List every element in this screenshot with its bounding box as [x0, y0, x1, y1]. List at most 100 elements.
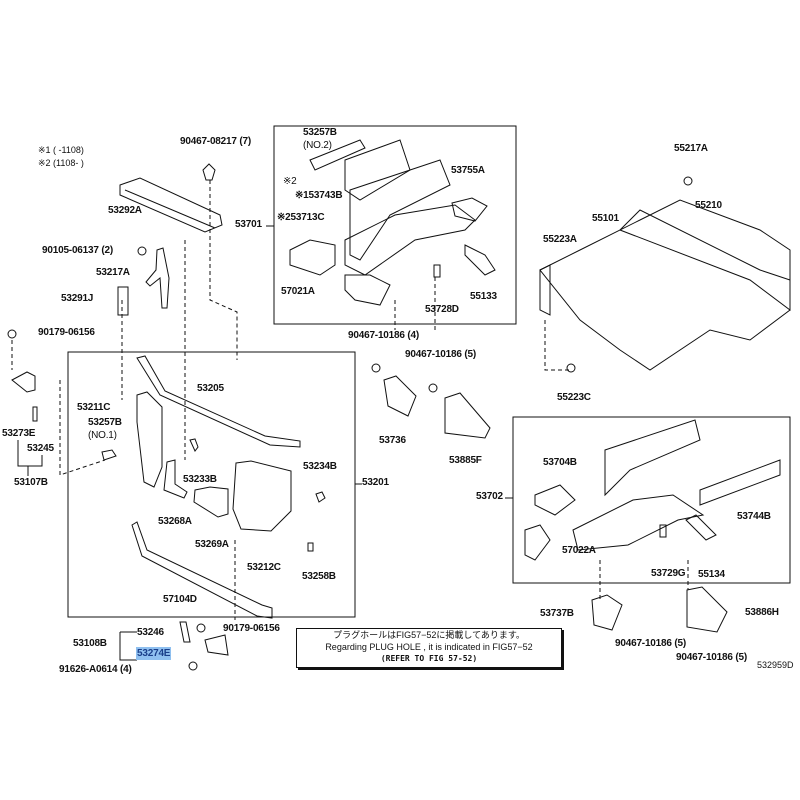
note-refer-link[interactable]: (REFER TO FIG 57-52) [380, 654, 478, 663]
label-53211C[interactable]: 53211C [77, 402, 111, 413]
label-53257B-no1-sub: (NO.1) [88, 430, 117, 441]
label-53885F[interactable]: 53885F [449, 455, 482, 466]
label-53269A[interactable]: 53269A [195, 539, 229, 550]
label-53728D[interactable]: 53728D [425, 304, 459, 315]
part-55210 [619, 209, 791, 311]
label-53245[interactable]: 53245 [27, 443, 54, 454]
part-53205 [136, 355, 301, 448]
label-53234B[interactable]: 53234B [303, 461, 337, 472]
label-53217A[interactable]: 53217A [96, 267, 130, 278]
label-53268A[interactable]: 53268A [158, 516, 192, 527]
label-55134[interactable]: 55134 [698, 569, 725, 580]
label-57021A[interactable]: 57021A [281, 286, 315, 297]
part-90467-10186-4-clip [371, 363, 381, 373]
part-53268A [163, 459, 188, 499]
label-key-2: ※2 [283, 176, 297, 187]
label-53273E[interactable]: 53273E [2, 428, 36, 439]
part-55134 [685, 514, 717, 541]
label-55101[interactable]: 55101 [592, 213, 619, 224]
label-90179-06156-b[interactable]: 90179-06156 [223, 623, 280, 634]
label-90105-06137[interactable]: 90105-06137 (2) [42, 245, 113, 256]
part-53217A [145, 247, 170, 309]
part-57104D [131, 521, 273, 619]
part-91626-A0614-bolt [188, 661, 198, 671]
part-53701-apron [344, 204, 476, 276]
group-leaders [266, 225, 513, 499]
label-57104D[interactable]: 57104D [163, 594, 197, 605]
label-53108B[interactable]: 53108B [73, 638, 107, 649]
part-53713C [349, 159, 451, 261]
part-53755A [451, 197, 488, 222]
label-90467-10186-5b[interactable]: 90467-10186 (5) [615, 638, 686, 649]
part-53886H [686, 586, 728, 633]
label-53257B-no2[interactable]: 53257B [303, 127, 337, 138]
label-53274E-highlighted[interactable]: 53274E [136, 647, 172, 660]
label-55217A[interactable]: 55217A [674, 143, 708, 154]
label-53205[interactable]: 53205 [197, 383, 224, 394]
label-53233B[interactable]: 53233B [183, 474, 217, 485]
part-53245 [32, 406, 38, 422]
label-55133[interactable]: 55133 [470, 291, 497, 302]
label-53701[interactable]: 53701 [235, 219, 262, 230]
label-53107B[interactable]: 53107B [14, 477, 48, 488]
legend-note-1: ※1 ( -1108) [38, 145, 84, 155]
part-53885F [444, 392, 491, 439]
part-53704B [534, 484, 576, 516]
label-53744B[interactable]: 53744B [737, 511, 771, 522]
label-90467-08217[interactable]: 90467-08217 (7) [180, 136, 251, 147]
label-53201[interactable]: 53201 [362, 477, 389, 488]
label-53292A[interactable]: 53292A [108, 205, 142, 216]
part-53246 [179, 621, 191, 643]
bracket-53107B [17, 440, 43, 476]
part-90179-06156-bolt-b [196, 623, 206, 633]
part-53258B [307, 542, 314, 552]
part-53234B [315, 491, 326, 503]
label-90467-10186-5c[interactable]: 90467-10186 (5) [676, 652, 747, 663]
label-53257B-no1[interactable]: 53257B [88, 417, 122, 428]
label-53257B-no2-sub: (NO.2) [303, 140, 332, 151]
label-55210[interactable]: 55210 [695, 200, 722, 211]
part-53743B [309, 139, 411, 201]
label-53713C[interactable]: ※253713C [277, 212, 325, 223]
label-53737B[interactable]: 53737B [540, 608, 574, 619]
part-53274E [204, 634, 229, 656]
part-53291J [117, 286, 129, 316]
part-53728D [433, 264, 441, 278]
label-53736[interactable]: 53736 [379, 435, 406, 446]
label-55223C[interactable]: 55223C [557, 392, 591, 403]
label-53743B[interactable]: ※153743B [295, 190, 343, 201]
label-53246[interactable]: 53246 [137, 627, 164, 638]
label-53212C[interactable]: 53212C [247, 562, 281, 573]
part-53701-bracket [289, 239, 336, 276]
label-53258B[interactable]: 53258B [302, 571, 336, 582]
part-57021A [344, 274, 391, 306]
label-55223A[interactable]: 55223A [543, 234, 577, 245]
label-53702[interactable]: 53702 [476, 491, 503, 502]
part-55217A-clip [683, 176, 693, 186]
note-line-english: Regarding PLUG HOLE , it is indicated in… [325, 642, 533, 652]
label-53729G[interactable]: 53729G [651, 568, 686, 579]
label-53755A[interactable]: 53755A [451, 165, 485, 176]
label-53704B[interactable]: 53704B [543, 457, 577, 468]
label-53886H[interactable]: 53886H [745, 607, 779, 618]
part-90467-08217-clip [202, 163, 216, 181]
figure-id: 532959D [757, 660, 794, 670]
part-55133 [464, 244, 496, 276]
label-91626-A0614[interactable]: 91626-A0614 (4) [59, 664, 132, 675]
part-53702-apron-lower [572, 494, 705, 551]
label-57022A[interactable]: 57022A [562, 545, 596, 556]
part-90467-10186-5-clip [428, 383, 438, 393]
part-53729G [659, 524, 667, 538]
part-53292A [119, 177, 223, 233]
part-55101 [539, 199, 791, 371]
part-53737B [591, 594, 623, 631]
part-53257B-no1 [101, 449, 117, 461]
part-53269A [193, 486, 229, 518]
label-53291J[interactable]: 53291J [61, 293, 94, 304]
part-53212C [232, 460, 292, 532]
label-90467-10186-5a[interactable]: 90467-10186 (5) [405, 349, 476, 360]
label-90179-06156[interactable]: 90179-06156 [38, 327, 95, 338]
label-90467-10186-4[interactable]: 90467-10186 (4) [348, 330, 419, 341]
